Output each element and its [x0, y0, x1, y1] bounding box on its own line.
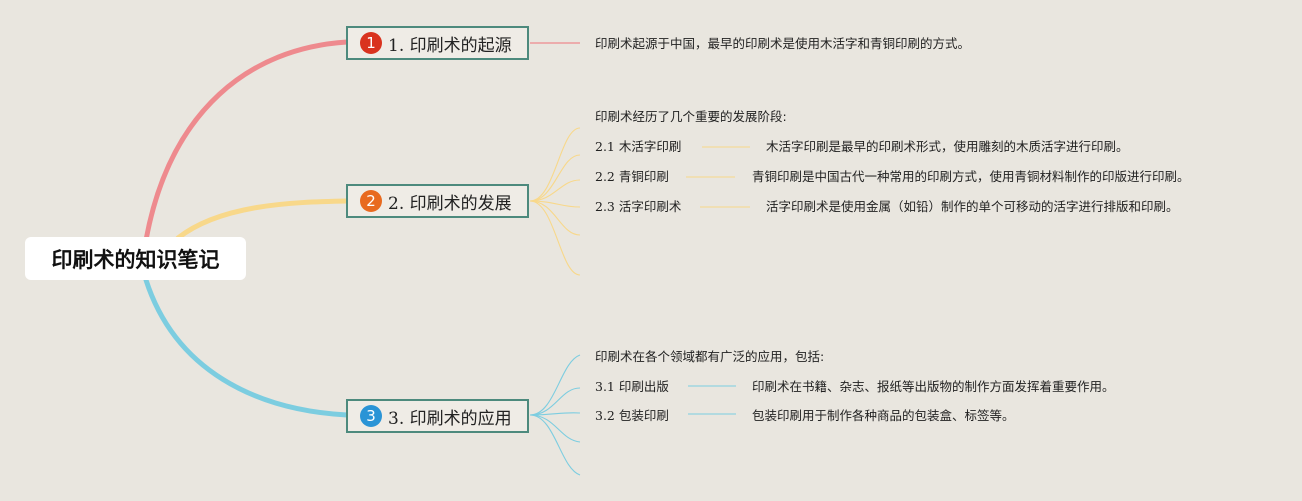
application-item-label: 3.2 包装印刷	[595, 408, 669, 423]
development-intro-text: 印刷术经历了几个重要的发展阶段:	[595, 109, 787, 124]
development-item-desc: 木活字印刷是最早的印刷术形式，使用雕刻的木质活字进行印刷。	[766, 139, 1129, 154]
branch2-main-curve	[175, 198, 350, 241]
branch1-main-curve	[143, 39, 350, 243]
application-item-desc: 印刷术在书籍、杂志、报纸等出版物的制作方面发挥着重要作用。	[752, 379, 1115, 394]
branch-title: 2. 印刷术的发展	[388, 193, 512, 214]
development-item-label: 2.3 活字印刷术	[595, 199, 682, 214]
branch3-fan	[529, 354, 581, 476]
application-item-label: 3.1 印刷出版	[595, 379, 669, 394]
branch-title: 1. 印刷术的起源	[388, 35, 512, 56]
number-badge-3: 3	[360, 405, 382, 427]
branch3-main-curve	[143, 277, 350, 418]
root-node[interactable]: 印刷术的知识笔记	[25, 237, 246, 280]
branch2-item-lines	[686, 146, 750, 208]
development-item-desc: 活字印刷术是使用金属（如铅）制作的单个可移动的活字进行排版和印刷。	[766, 199, 1179, 214]
development-item-desc: 青铜印刷是中国古代一种常用的印刷方式，使用青铜材料制作的印版进行印刷。	[752, 169, 1190, 184]
branch2-fan	[529, 127, 581, 276]
branch-title: 3. 印刷术的应用	[388, 408, 512, 429]
branch3-item-lines	[688, 385, 736, 415]
application-item-desc: 包装印刷用于制作各种商品的包装盒、标签等。	[752, 408, 1015, 423]
development-item-label: 2.2 青铜印刷	[595, 169, 669, 184]
number-badge-2: 2	[360, 190, 382, 212]
origin-detail-text: 印刷术起源于中国，最早的印刷术是使用木活字和青铜印刷的方式。	[595, 36, 971, 51]
branch-node-origin[interactable]: 1 1. 印刷术的起源	[346, 26, 529, 60]
branch-node-application[interactable]: 3 3. 印刷术的应用	[346, 399, 529, 433]
number-badge-1: 1	[360, 32, 382, 54]
branch-node-development[interactable]: 2 2. 印刷术的发展	[346, 184, 529, 218]
application-intro-text: 印刷术在各个领域都有广泛的应用，包括:	[595, 349, 825, 364]
development-item-label: 2.1 木活字印刷	[595, 139, 682, 154]
